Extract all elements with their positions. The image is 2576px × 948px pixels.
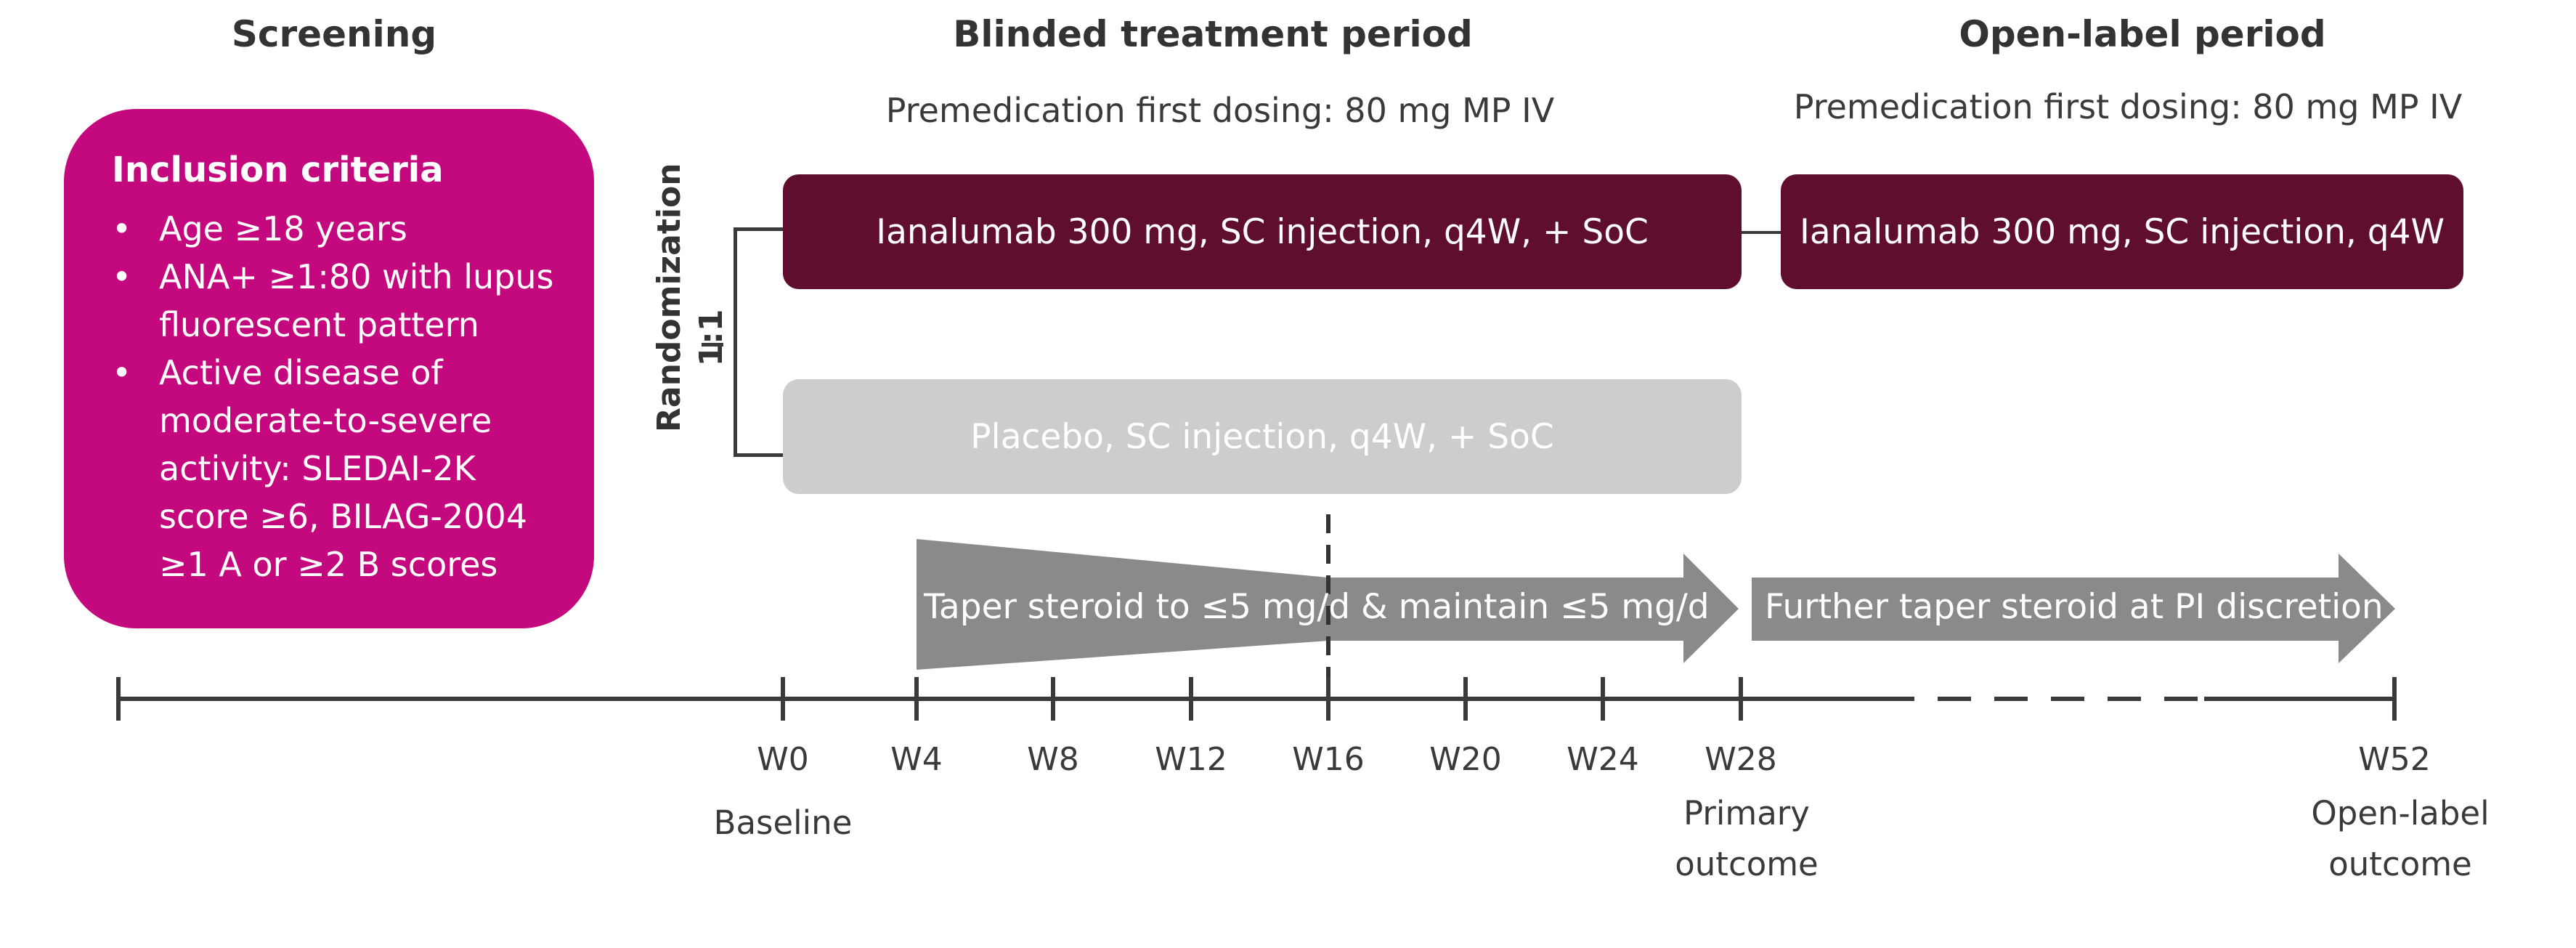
tick-label-w52: W52 xyxy=(2358,741,2431,778)
taper-steroid-label: Taper steroid to ≤5 mg/d & maintain ≤5 m… xyxy=(924,587,1710,627)
tick-label-w12: W12 xyxy=(1155,741,1227,778)
taper-steroid-arrow xyxy=(917,539,1739,670)
further-taper-label: Further taper steroid at PI discretion xyxy=(1765,587,2384,627)
randomization-bracket-stub xyxy=(702,343,723,347)
inclusion-criteria-list: Age ≥18 years ANA+ ≥1:80 with lupus fluo… xyxy=(112,205,572,588)
tick-label-w24: W24 xyxy=(1567,741,1639,778)
baseline-label: Baseline xyxy=(713,803,853,842)
tick-label-w8: W8 xyxy=(1027,741,1079,778)
screening-header: Screening xyxy=(231,13,437,55)
tick-label-w0: W0 xyxy=(757,741,809,778)
inclusion-criterion: Active disease of moderate-to-severe act… xyxy=(112,349,572,588)
open-label-period-header: Open-label period xyxy=(1959,13,2326,55)
arm-connector xyxy=(1742,231,1781,234)
randomization-bracket-vertical xyxy=(734,227,737,457)
tick-label-w20: W20 xyxy=(1429,741,1502,778)
further-taper-arrow xyxy=(1752,554,2395,663)
placebo-arm: Placebo, SC injection, q4W, + SoC xyxy=(783,379,1742,494)
ianalumab-blinded-arm: Ianalumab 300 mg, SC injection, q4W, + S… xyxy=(783,174,1742,289)
tick-label-w28: W28 xyxy=(1705,741,1777,778)
blinded-period-header: Blinded treatment period xyxy=(953,13,1473,55)
open-label-premedication-note: Premedication first dosing: 80 mg MP IV xyxy=(1793,87,2463,126)
randomization-bracket-bottom xyxy=(734,453,783,457)
open-label-outcome-label: Open-label outcome xyxy=(2311,794,2490,883)
randomization-bracket-top xyxy=(734,227,783,231)
blinded-premedication-note: Premedication first dosing: 80 mg MP IV xyxy=(885,91,1555,130)
primary-outcome-label: Primary outcome xyxy=(1675,794,1819,883)
inclusion-criteria-box: Inclusion criteria Age ≥18 years ANA+ ≥1… xyxy=(64,109,594,628)
inclusion-criteria-title: Inclusion criteria xyxy=(112,150,444,190)
inclusion-criterion: ANA+ ≥1:80 with lupus fluorescent patter… xyxy=(112,253,572,349)
inclusion-criterion: Age ≥18 years xyxy=(112,205,572,253)
tick-label-w16: W16 xyxy=(1292,741,1365,778)
ianalumab-open-label-arm: Ianalumab 300 mg, SC injection, q4W xyxy=(1781,174,2463,289)
tick-label-w4: W4 xyxy=(890,741,943,778)
